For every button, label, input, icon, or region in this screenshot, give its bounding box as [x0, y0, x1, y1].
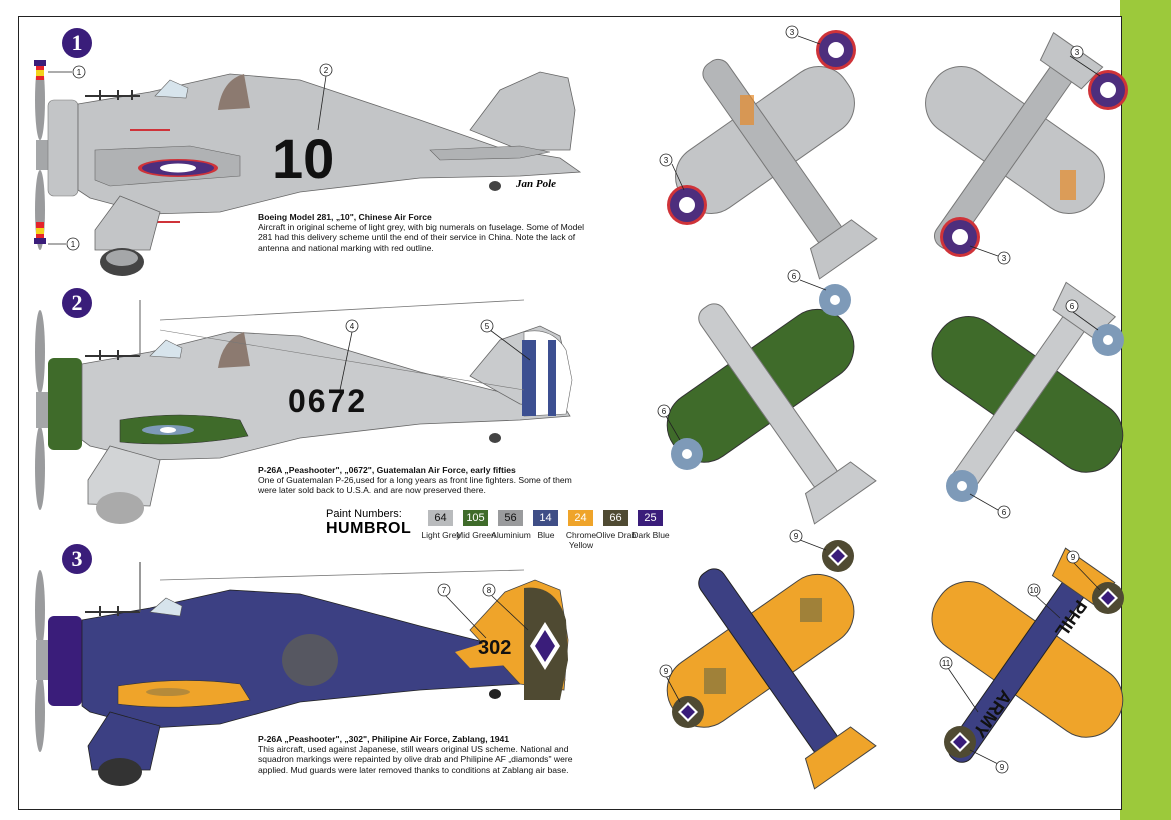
callout-3c: [1069, 45, 1101, 77]
callout-6c: [1065, 299, 1099, 331]
paint-brand: HUMBROL: [326, 520, 412, 537]
scheme-body-3: This aircraft, used against Japanese, st…: [258, 744, 573, 775]
paint-name-64: Light Grey: [421, 530, 461, 540]
callout-3c-label: 3: [1075, 48, 1080, 57]
callout-11-label: 11: [942, 659, 951, 668]
plan-views-3: PHIL ARMY: [666, 540, 1124, 790]
callout-11: [939, 656, 979, 713]
paint-name-66: Olive Drab: [595, 530, 637, 540]
callout-6d: [969, 493, 1011, 519]
callout-6d-label: 6: [1002, 508, 1007, 517]
callout-9a-label: 9: [794, 532, 799, 541]
paint-name-14: Blue: [537, 530, 555, 540]
artist-signature: Jan Pole: [516, 178, 557, 190]
fuselage-code-1: 10: [272, 127, 334, 190]
paint-chip-105: 105: [463, 510, 488, 526]
callout-2: [317, 63, 333, 131]
paint-name-105: Mid Green: [456, 530, 496, 540]
side-view-2: 0672: [35, 299, 573, 524]
scheme-title-1: Boeing Model 281, „10", Chinese Air Forc…: [258, 212, 432, 222]
paint-name-25: Dark Blue: [632, 530, 670, 540]
callout-6b: [657, 404, 681, 441]
paint-chip-25: 25: [638, 510, 663, 526]
callout-6a-label: 6: [792, 272, 797, 281]
callouts: [48, 25, 1101, 774]
green-side-bar: [1120, 0, 1171, 820]
callout-9c-label: 9: [1071, 553, 1076, 562]
fuselage-code-2: 0672: [288, 383, 367, 419]
scheme-body-1: Aircraft in original scheme of light gre…: [258, 222, 585, 253]
scheme-title-3: P-26A „Peashooter", „302", Philipine Air…: [258, 734, 510, 744]
callout-7: [437, 583, 487, 639]
callout-5-label: 5: [485, 322, 490, 331]
plan-views-2: [666, 281, 1124, 525]
scheme-title-2: P-26A „Peashooter", „0672", Guatemalan A…: [258, 465, 516, 475]
callout-8-label: 8: [487, 586, 492, 595]
callout-3b-label: 3: [664, 156, 669, 165]
scheme-number-badge-3: 3: [62, 544, 92, 574]
callout-9b: [659, 664, 681, 703]
side-view-1: 10: [34, 60, 582, 276]
callout-1b: [48, 237, 80, 251]
side-view-3: 302: [35, 562, 569, 786]
callout-3d-label: 3: [1002, 254, 1007, 263]
scheme-description-2: P-26A „Peashooter", „0672", Guatemalan A…: [258, 465, 588, 496]
callout-10: [1027, 583, 1061, 619]
callout-5: [480, 319, 531, 361]
callout-2-label: 2: [324, 66, 329, 75]
scheme-description-1: Boeing Model 281, „10", Chinese Air Forc…: [258, 212, 588, 253]
callout-1a: [48, 65, 86, 79]
callout-6b-label: 6: [662, 407, 667, 416]
paint-name-24: Chrome Yellow: [565, 530, 597, 550]
scheme-body-2: One of Guatemalan P-26,used for a long y…: [258, 475, 572, 496]
callout-4-label: 4: [350, 322, 355, 331]
callout-10-label: 10: [1030, 586, 1039, 595]
callout-1b-label: 1: [71, 240, 76, 249]
paint-chip-64: 64: [428, 510, 453, 526]
callout-6a: [787, 269, 827, 291]
callout-9b-label: 9: [664, 667, 669, 676]
callout-8: [482, 583, 529, 631]
callout-3d: [969, 245, 1011, 265]
scheme-description-3: P-26A „Peashooter", „302", Philipine Air…: [258, 734, 578, 775]
paint-chip-56: 56: [498, 510, 523, 526]
fuselage-code-3: 302: [478, 637, 511, 659]
callout-4: [339, 319, 359, 391]
callout-7-label: 7: [442, 586, 447, 595]
paint-chip-66: 66: [603, 510, 628, 526]
paint-chip-24: 24: [568, 510, 593, 526]
paint-name-56: Aluminium: [491, 530, 531, 540]
paint-chip-14: 14: [533, 510, 558, 526]
callout-9c: [1066, 550, 1101, 591]
plan-views-1: [667, 30, 1128, 280]
callout-9a: [789, 529, 827, 551]
callout-3a: [785, 25, 821, 45]
callout-3a-label: 3: [790, 28, 795, 37]
callout-6c-label: 6: [1070, 302, 1075, 311]
paint-numbers-label: Paint Numbers:: [326, 508, 402, 520]
scheme-number-badge-1: 1: [62, 28, 92, 58]
callout-9d: [969, 749, 1009, 774]
callout-9d-label: 9: [1000, 763, 1005, 772]
scheme-number-badge-2: 2: [62, 288, 92, 318]
callout-3b: [659, 153, 685, 191]
callout-1a-label: 1: [77, 68, 82, 77]
